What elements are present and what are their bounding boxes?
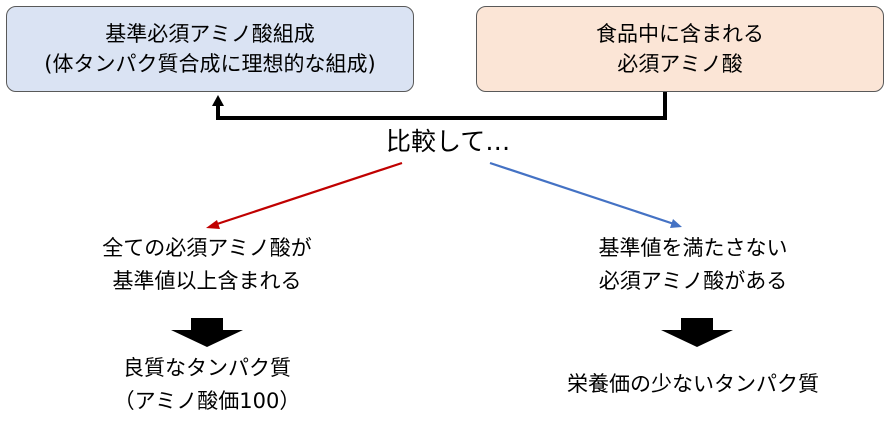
right-condition-line2: 必須アミノ酸がある — [598, 268, 788, 293]
right-result-line1: 栄養価の少ないタンパク質 — [567, 372, 819, 396]
reference-box-line1: 基準必須アミノ酸組成 — [105, 21, 315, 46]
left-result-line2: （アミノ酸価100） — [113, 388, 301, 413]
food-box-line1: 食品中に含まれる — [596, 21, 764, 46]
food-box-line2: 必須アミノ酸 — [617, 52, 743, 76]
bracket-arrow — [212, 92, 667, 120]
right-branch-result: 栄養価の少ないタンパク質 — [528, 368, 858, 401]
left-condition-line1: 全ての必須アミノ酸が — [102, 236, 312, 260]
reference-box-line2: (体タンパク質合成に理想的な組成) — [44, 52, 376, 76]
right-condition-line1: 基準値を満たさない — [598, 236, 788, 260]
right-branch-condition: 基準値を満たさない 必須アミノ酸がある — [548, 232, 838, 297]
left-branch-arrow — [206, 161, 403, 229]
left-down-arrow — [171, 318, 243, 347]
reference-composition-box: 基準必須アミノ酸組成 (体タンパク質合成に理想的な組成) — [6, 6, 414, 92]
left-result-line1: 良質なタンパク質 — [123, 356, 291, 380]
left-branch-result: 良質なタンパク質 （アミノ酸価100） — [72, 352, 342, 417]
right-branch-arrow — [489, 161, 682, 228]
left-branch-condition: 全ての必須アミノ酸が 基準値以上含まれる — [62, 232, 352, 297]
compare-label: 比較して… — [386, 127, 511, 156]
right-down-arrow — [661, 318, 733, 347]
food-amino-acid-box: 食品中に含まれる 必須アミノ酸 — [476, 6, 884, 92]
left-condition-line2: 基準値以上含まれる — [112, 268, 302, 293]
